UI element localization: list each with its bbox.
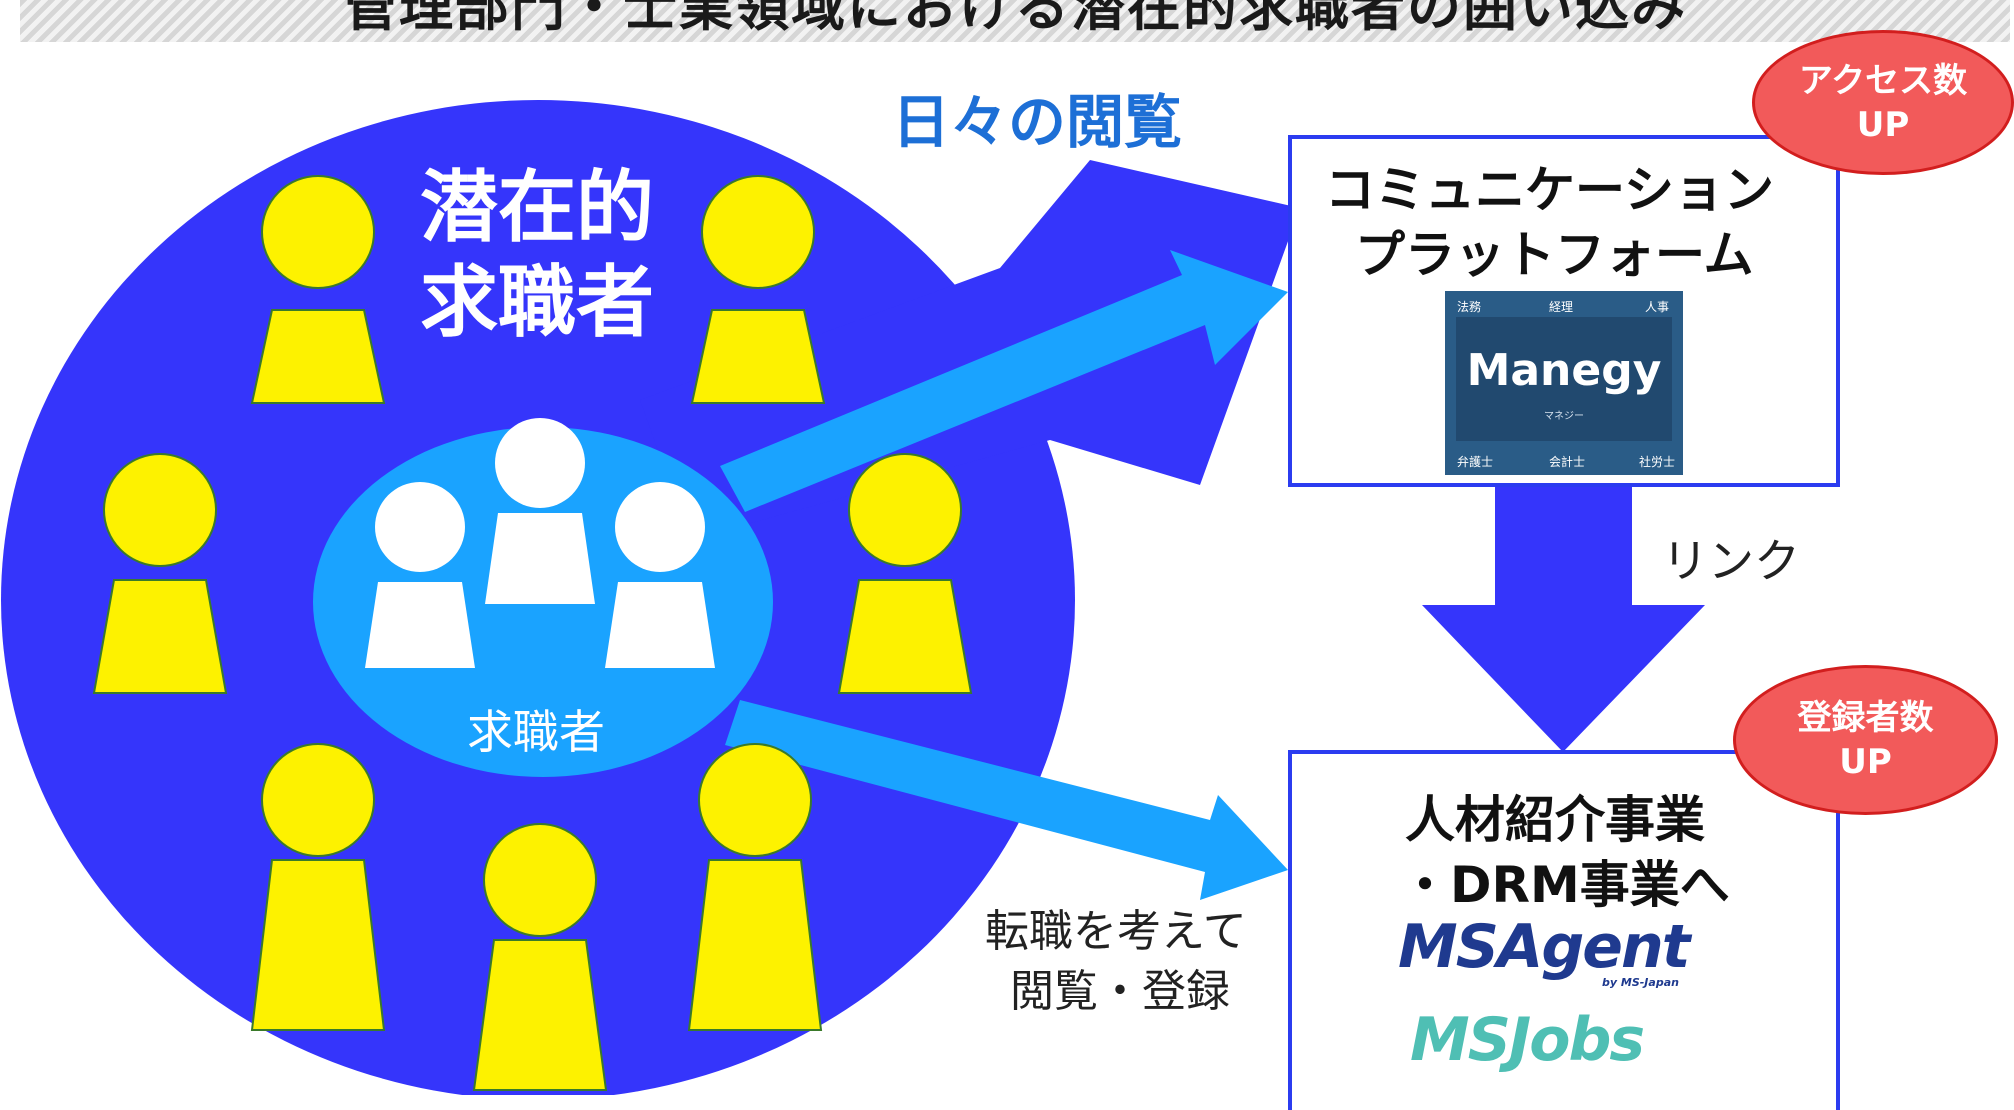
- page-title: 管理部門・士業領域における潜在的求職者の囲い込み: [343, 0, 1687, 38]
- person-head: [483, 823, 597, 937]
- person-body: [365, 582, 475, 668]
- person-head: [375, 482, 465, 572]
- access-up-badge: アクセス数 UP: [1752, 30, 2014, 175]
- person-body: [687, 859, 823, 1031]
- person-head: [701, 175, 815, 289]
- register-badge-line2: UP: [1839, 742, 1892, 782]
- person-body: [472, 939, 608, 1091]
- person-body: [250, 309, 386, 404]
- manegy-tag: 人事: [1645, 300, 1670, 314]
- manegy-tag: 経理: [1549, 300, 1574, 314]
- outer-person-icon: [250, 743, 386, 1031]
- manegy-tag: 会計士: [1549, 455, 1586, 469]
- thin-arrow-upper: [720, 250, 1288, 512]
- daily-view-label: 日々の閲覧: [892, 88, 1183, 156]
- outer-person-icon: [250, 175, 386, 404]
- business-box: [1288, 750, 1840, 1110]
- ms-agent-byline: by MS-Japan: [1602, 976, 1679, 989]
- manegy-tag: 弁護士: [1457, 455, 1494, 469]
- outer-person-icon: [92, 453, 228, 694]
- outer-person-icon: [837, 453, 973, 694]
- business-title-line1: 人材紹介事業: [1405, 791, 1705, 849]
- person-head: [261, 743, 375, 857]
- person-head: [103, 453, 217, 567]
- outer-person-icon: [690, 175, 826, 404]
- person-head: [698, 743, 812, 857]
- person-body: [605, 582, 715, 668]
- person-body: [92, 579, 228, 694]
- access-badge-line1: アクセス数: [1798, 60, 1968, 101]
- thin-arrow-lower: [725, 700, 1288, 900]
- manegy-wordmark: Manegy: [1466, 345, 1662, 396]
- platform-title-line2: プラットフォーム: [1355, 226, 1754, 284]
- core-person-icon: [485, 418, 595, 604]
- person-head: [495, 418, 585, 508]
- manegy-panel: Manegy マネジー: [1456, 317, 1672, 441]
- title-band: 管理部門・士業領域における潜在的求職者の囲い込み: [20, 0, 2010, 42]
- link-label: リンク: [1662, 534, 1800, 588]
- circle-heading-line1: 潜在的: [420, 163, 655, 253]
- person-body: [250, 859, 386, 1031]
- register-up-badge: 登録者数 UP: [1733, 665, 1998, 815]
- business-title-line2: ・DRM事業へ: [1400, 856, 1730, 914]
- manegy-tag: 社労士: [1639, 455, 1676, 469]
- platform-title-line1: コミュニケーション: [1325, 161, 1774, 219]
- manegy-kana: マネジー: [1544, 411, 1584, 422]
- person-head: [615, 482, 705, 572]
- person-group: [92, 175, 973, 1091]
- core-person-icon: [605, 482, 715, 668]
- manegy-logo: 法務 経理 人事 Manegy マネジー 弁護士 会計士 社労士: [1445, 291, 1683, 475]
- circle-heading-line2: 求職者: [420, 258, 655, 348]
- person-body: [837, 579, 973, 694]
- person-body: [690, 309, 826, 404]
- access-badge-line2: UP: [1856, 104, 1910, 145]
- outer-person-icon: [687, 743, 823, 1031]
- ms-agent-logo: MSAgent: [1398, 912, 1690, 982]
- outer-person-icon: [472, 823, 608, 1091]
- person-head: [261, 175, 375, 289]
- manegy-tag: 法務: [1457, 300, 1482, 314]
- inner-circle-label: 求職者: [467, 705, 605, 759]
- job-change-label-line2: 閲覧・登録: [1010, 966, 1230, 1017]
- job-change-label-line1: 転職を考えて: [985, 906, 1247, 957]
- big-arrow-down: [1422, 485, 1705, 752]
- person-head: [848, 453, 962, 567]
- core-person-icon: [365, 482, 475, 668]
- ms-jobs-logo: MSJobs: [1410, 1005, 1645, 1075]
- person-body: [485, 513, 595, 604]
- register-badge-line1: 登録者数: [1797, 698, 1934, 738]
